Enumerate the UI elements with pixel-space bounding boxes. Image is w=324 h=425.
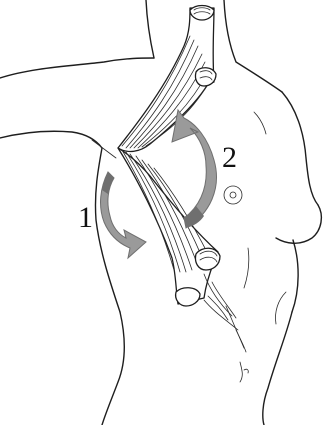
nipple <box>224 186 242 204</box>
label-1: 1 <box>78 203 93 233</box>
label-2: 2 <box>222 143 237 173</box>
upper-muscle-flap <box>118 6 216 152</box>
